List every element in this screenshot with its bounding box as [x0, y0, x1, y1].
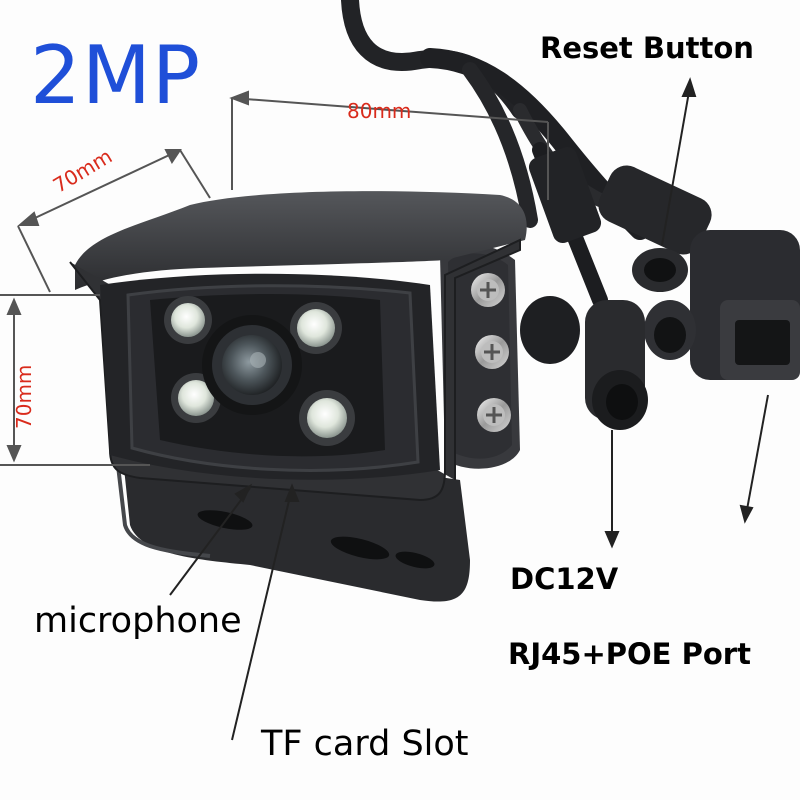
- ir-led-bottom-right: [299, 390, 355, 446]
- reset-button-callout: Reset Button: [540, 31, 754, 65]
- camera-lens: [202, 315, 302, 415]
- callout-arrows: [169, 77, 769, 741]
- resolution-title: 2MP: [30, 29, 202, 122]
- rj45-poe-callout: RJ45+POE Port: [508, 637, 751, 671]
- cable-bundle: [341, 0, 800, 430]
- height-dimension-label: 70mm: [12, 364, 36, 429]
- screw-icon-bottom: [477, 398, 511, 432]
- screw-icon-top: [471, 273, 505, 307]
- tf-card-slot-callout: TF card Slot: [261, 724, 469, 764]
- width-dimension-label: 80mm: [347, 99, 412, 123]
- microphone-callout: microphone: [34, 601, 242, 641]
- ir-led-top-right: [290, 302, 342, 354]
- screw-icon-middle: [475, 335, 509, 369]
- dc-power-callout: DC12V: [510, 562, 619, 596]
- ir-led-top-left: [164, 296, 212, 344]
- dimension-lines: [0, 90, 549, 466]
